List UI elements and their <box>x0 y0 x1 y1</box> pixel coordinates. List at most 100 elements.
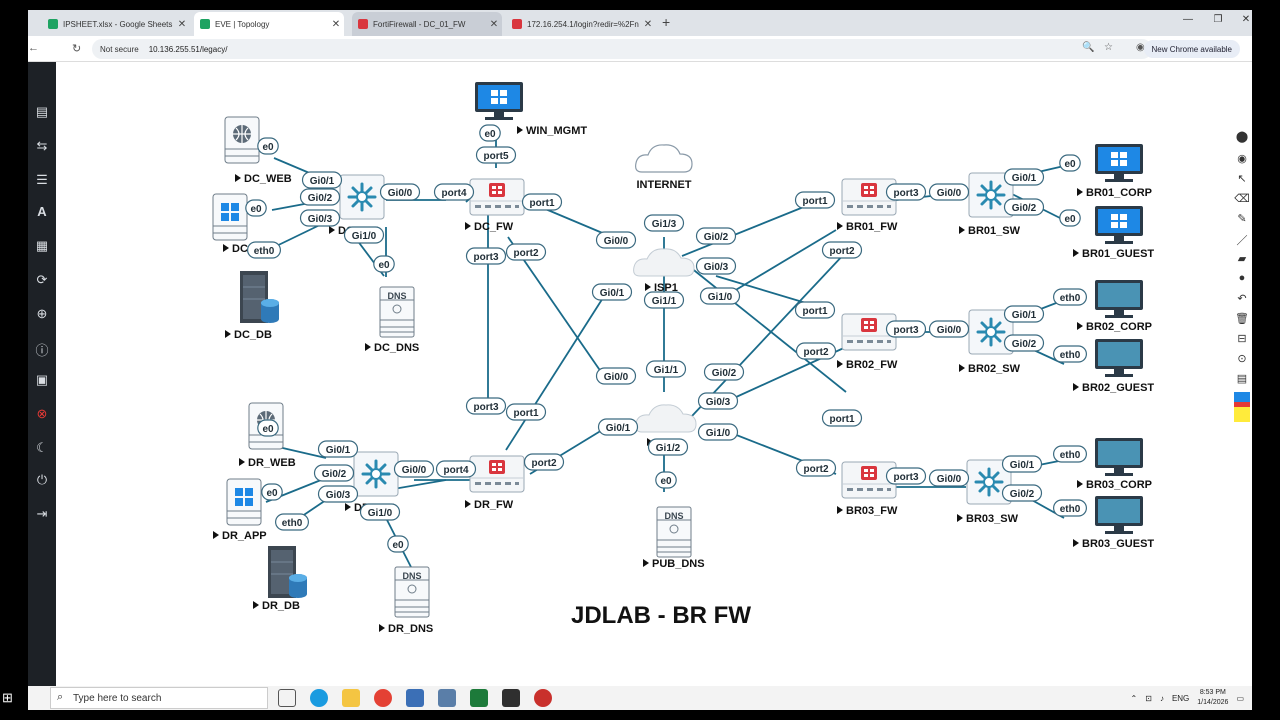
profile-icon[interactable]: ◉ <box>1136 42 1145 53</box>
tab-ipsheet[interactable]: IPSHEET.xlsx - Google Sheets ✕ <box>42 12 190 36</box>
node-br01-fw[interactable]: BR01_FW <box>837 178 898 233</box>
file-explorer-icon[interactable] <box>342 689 360 707</box>
map-pin-icon[interactable]: ⬤ <box>1235 131 1249 143</box>
node-dc-db[interactable]: DC_DB <box>225 270 280 341</box>
node-br02-corp[interactable]: BR02_CORP <box>1077 280 1152 333</box>
text-icon[interactable]: A <box>37 204 47 219</box>
start-node-icon[interactable] <box>465 500 471 508</box>
node-dc-web[interactable]: DC_WEB <box>224 116 292 185</box>
node-pub-dns[interactable]: PUB_DNS <box>643 506 705 570</box>
chrome-icon[interactable] <box>374 689 392 707</box>
close-icon[interactable]: ✕ <box>489 18 499 30</box>
tray-arrow-icon[interactable]: ⌃ <box>1130 693 1138 703</box>
start-node-icon[interactable] <box>239 458 245 466</box>
start-node-icon[interactable] <box>645 283 651 291</box>
start-node-icon[interactable] <box>329 226 335 234</box>
address-bar[interactable]: Not secure 10.136.255.51/legacy/ <box>92 39 1152 59</box>
start-node-icon[interactable] <box>235 174 241 182</box>
start-node-icon[interactable] <box>1077 188 1083 196</box>
node-internet[interactable]: INTERNET <box>634 144 693 191</box>
tab-login[interactable]: 172.16.254.1/login?redir=%2Fn ✕ <box>506 12 656 36</box>
color-palette-icon[interactable] <box>1234 392 1250 422</box>
start-node-icon[interactable] <box>837 222 843 230</box>
add-node-icon[interactable]: ▤ <box>35 104 49 119</box>
start-node-icon[interactable] <box>379 624 385 632</box>
lock-icon[interactable]: ⊟ <box>1237 333 1247 345</box>
highlighter-icon[interactable]: ✎ <box>1237 213 1247 225</box>
dot-icon[interactable]: ● <box>1238 272 1246 284</box>
edge-icon[interactable] <box>310 689 328 707</box>
recorder-icon[interactable] <box>534 689 552 707</box>
pen-icon[interactable]: ／ <box>1236 235 1248 247</box>
bookmark-star-icon[interactable]: ☆ <box>1104 42 1113 53</box>
info-icon[interactable]: ⓘ <box>35 343 49 358</box>
delete-icon[interactable]: 🗑 <box>1235 313 1249 325</box>
url-text[interactable]: 10.136.255.51/legacy/ <box>148 44 228 54</box>
app-icon[interactable] <box>406 689 424 707</box>
close-window-icon[interactable]: ✕ <box>1241 14 1251 25</box>
brush-icon[interactable]: ▰ <box>1237 253 1247 265</box>
node-br02-sw[interactable]: BR02_SW <box>959 308 1021 375</box>
network-icon[interactable]: ⇆ <box>36 138 48 153</box>
start-node-icon[interactable] <box>1077 480 1083 488</box>
start-node-icon[interactable] <box>837 506 843 514</box>
clipboard-icon[interactable]: ▤ <box>1236 373 1248 385</box>
node-dr-db[interactable]: DR_DB <box>253 545 308 612</box>
task-view-icon[interactable] <box>278 689 296 707</box>
node-br02-guest[interactable]: BR02_GUEST <box>1073 339 1154 394</box>
start-node-icon[interactable] <box>837 360 843 368</box>
chrome-update-button[interactable]: New Chrome available <box>1143 40 1240 58</box>
close-icon[interactable]: ✕ <box>177 18 187 30</box>
node-br01-guest[interactable]: BR01_GUEST <box>1073 206 1154 260</box>
eye-icon[interactable]: ◉ <box>1237 153 1247 165</box>
minimize-icon[interactable]: — <box>1183 14 1193 25</box>
dark-mode-icon[interactable]: ☾ <box>36 440 48 455</box>
new-tab-button[interactable]: + <box>662 14 671 30</box>
taskbar-search[interactable]: ⌕ Type here to search <box>50 687 268 709</box>
undo-icon[interactable]: ↶ <box>1237 293 1247 305</box>
terminal-icon[interactable] <box>502 689 520 707</box>
volume-icon[interactable]: ♪ <box>1159 693 1164 703</box>
node-br01-sw[interactable]: BR01_SW <box>959 171 1021 237</box>
node-dc-fw[interactable]: DC_FW <box>465 178 525 233</box>
excel-icon[interactable] <box>470 689 488 707</box>
start-node-icon[interactable] <box>365 343 371 351</box>
pointer-icon[interactable]: ↖ <box>1237 173 1247 185</box>
close-icon[interactable]: ✕ <box>643 18 653 30</box>
stop-icon[interactable]: ⊗ <box>36 406 48 421</box>
start-node-icon[interactable] <box>517 126 523 134</box>
power-icon[interactable]: ⏻ <box>36 472 48 487</box>
start-node-icon[interactable] <box>1073 539 1079 547</box>
snipping-icon[interactable] <box>438 689 456 707</box>
node-win-mgmt[interactable]: WIN_MGMT <box>475 82 587 137</box>
maximize-icon[interactable]: ❐ <box>1213 14 1223 25</box>
node-dr-web[interactable]: DR_WEB <box>239 402 296 469</box>
start-node-icon[interactable] <box>1073 383 1079 391</box>
notifications-icon[interactable]: ▭ <box>1236 693 1244 703</box>
close-icon[interactable]: ✕ <box>331 18 341 30</box>
node-br03-fw[interactable]: BR03_FW <box>837 461 898 517</box>
node-dr-fw[interactable]: DR_FW <box>465 455 525 511</box>
start-node-icon[interactable] <box>345 503 351 511</box>
eraser-icon[interactable]: ⌫ <box>1234 193 1250 205</box>
start-node-icon[interactable] <box>959 226 965 234</box>
not-secure-label[interactable]: Not secure <box>100 44 139 54</box>
node-br01-corp[interactable]: BR01_CORP <box>1077 144 1152 199</box>
start-node-icon[interactable] <box>223 244 229 252</box>
node-br03-guest[interactable]: BR03_GUEST <box>1073 496 1154 550</box>
start-node-icon[interactable] <box>213 531 219 539</box>
start-node-icon[interactable] <box>959 364 965 372</box>
start-node-icon[interactable] <box>1073 249 1079 257</box>
node-br03-corp[interactable]: BR03_CORP <box>1077 438 1152 491</box>
network-tray-icon[interactable]: ⊡ <box>1145 693 1152 703</box>
node-isp1[interactable]: ISP1 <box>633 248 695 294</box>
start-node-icon[interactable] <box>1077 322 1083 330</box>
grid-icon[interactable]: ▦ <box>35 238 49 253</box>
node-dr-dns[interactable]: DR_DNS <box>379 566 433 635</box>
list-icon[interactable]: ☰ <box>36 172 48 187</box>
language-indicator[interactable]: ENG <box>1171 693 1190 703</box>
reload-icon[interactable]: ↻ <box>72 43 82 55</box>
node-br03-sw[interactable]: BR03_SW <box>957 458 1019 525</box>
refresh-icon[interactable]: ⟳ <box>36 272 48 287</box>
node-dc-dns[interactable]: DC_DNS <box>365 286 419 354</box>
